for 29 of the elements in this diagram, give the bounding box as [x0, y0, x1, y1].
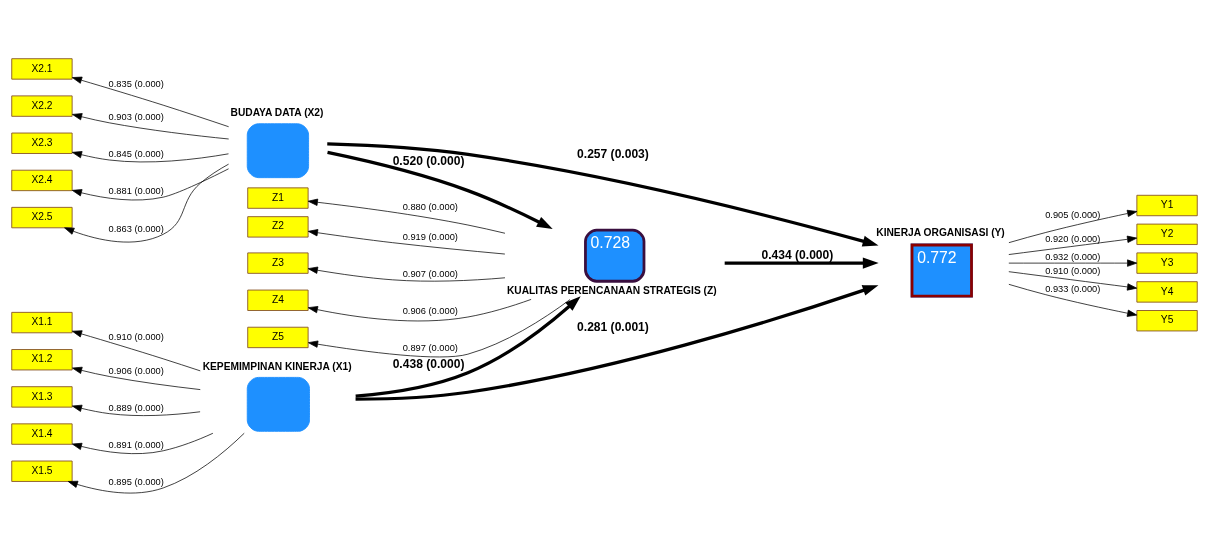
edge-label: 0.897 (0.000)	[402, 343, 458, 354]
node-label: KINERJA ORGANISASI (Y)	[876, 226, 1005, 238]
edge-label: 0.906 (0.000)	[402, 306, 458, 317]
edge-label: 0.281 (0.001)	[577, 320, 649, 335]
edge-label: 0.845 (0.000)	[108, 149, 164, 160]
node-label: BUDAYA DATA (X2)	[230, 107, 324, 119]
edge-label: 0.920 (0.000)	[1045, 233, 1101, 244]
edge-label: 0.932 (0.000)	[1045, 252, 1101, 263]
edge-label: 0.434 (0.000)	[761, 247, 834, 262]
edge-label: 0.907 (0.000)	[402, 269, 458, 280]
edge-label: 0.889 (0.000)	[108, 402, 164, 413]
edge-label: 0.891 (0.000)	[108, 440, 164, 451]
edge-label: 0.910 (0.000)	[1045, 266, 1101, 277]
edge-label: 0.835 (0.000)	[108, 78, 164, 89]
edge-label: 0.257 (0.003)	[577, 146, 649, 161]
edge-label: 0.906 (0.000)	[108, 365, 164, 376]
edge-label: 0.520 (0.000)	[392, 154, 465, 169]
node-label: KEPEMIMPINAN KINERJA (X1)	[202, 360, 352, 372]
edge-label: 0.438 (0.000)	[392, 357, 465, 372]
edge-label: 0.863 (0.000)	[108, 223, 164, 234]
node-label: KUALITAS PERENCANAAN STRATEGIS (Z)	[506, 284, 717, 296]
edge-label: 0.919 (0.000)	[402, 231, 458, 242]
edge-label: 0.881 (0.000)	[108, 186, 164, 197]
edge-label: 0.880 (0.000)	[402, 202, 458, 213]
edge-label: 0.910 (0.000)	[108, 332, 164, 343]
edge-label: 0.895 (0.000)	[108, 477, 164, 488]
edge-label: 0.905 (0.000)	[1045, 209, 1101, 220]
edge-label: 0.933 (0.000)	[1045, 283, 1101, 294]
edge-label: 0.903 (0.000)	[108, 112, 164, 123]
